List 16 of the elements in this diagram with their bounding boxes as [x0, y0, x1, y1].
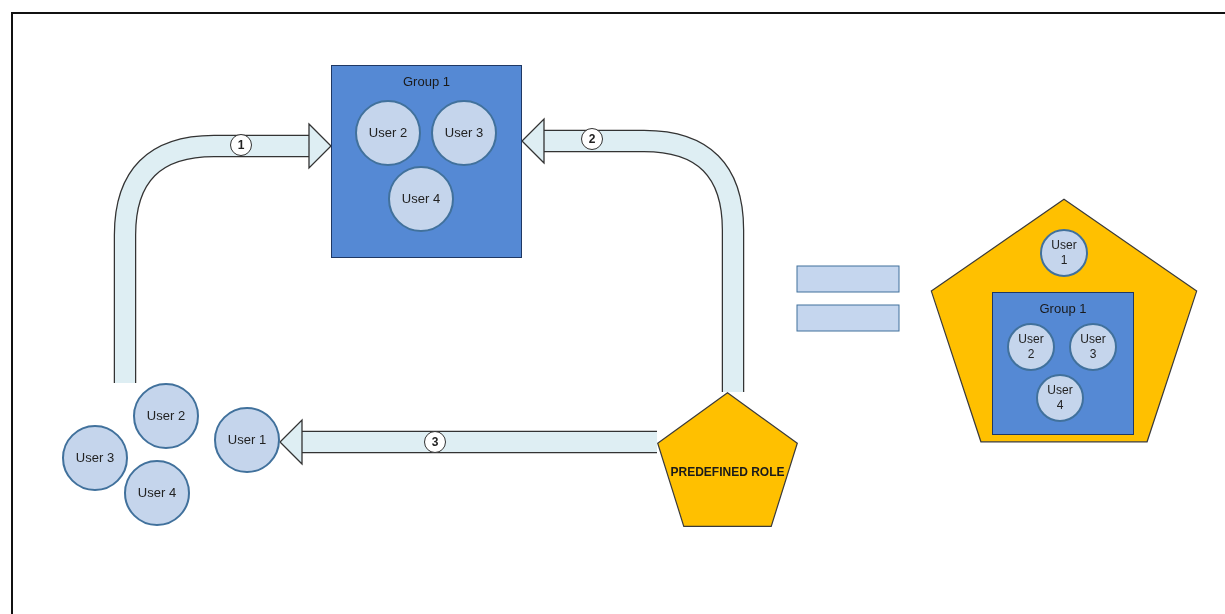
user-label: User 4	[136, 485, 178, 501]
group-box	[992, 292, 1134, 435]
user-label: User 2	[1017, 332, 1045, 362]
user-label: User 1	[1050, 238, 1078, 268]
group-box	[331, 65, 522, 258]
user-label: User 2	[367, 125, 409, 141]
user-label: User 3	[74, 450, 116, 466]
user-label: User 1	[226, 432, 268, 448]
group-label: Group 1	[1039, 300, 1087, 318]
group-label: Group 1	[403, 73, 450, 91]
user-label: User 3	[443, 125, 485, 141]
role-label: PREDEFINED ROLE	[670, 463, 785, 481]
user-label: User 3	[1079, 332, 1107, 362]
user-label: User 4	[400, 191, 442, 207]
user-label: User 4	[1046, 383, 1074, 413]
user-label: User 2	[145, 408, 187, 424]
